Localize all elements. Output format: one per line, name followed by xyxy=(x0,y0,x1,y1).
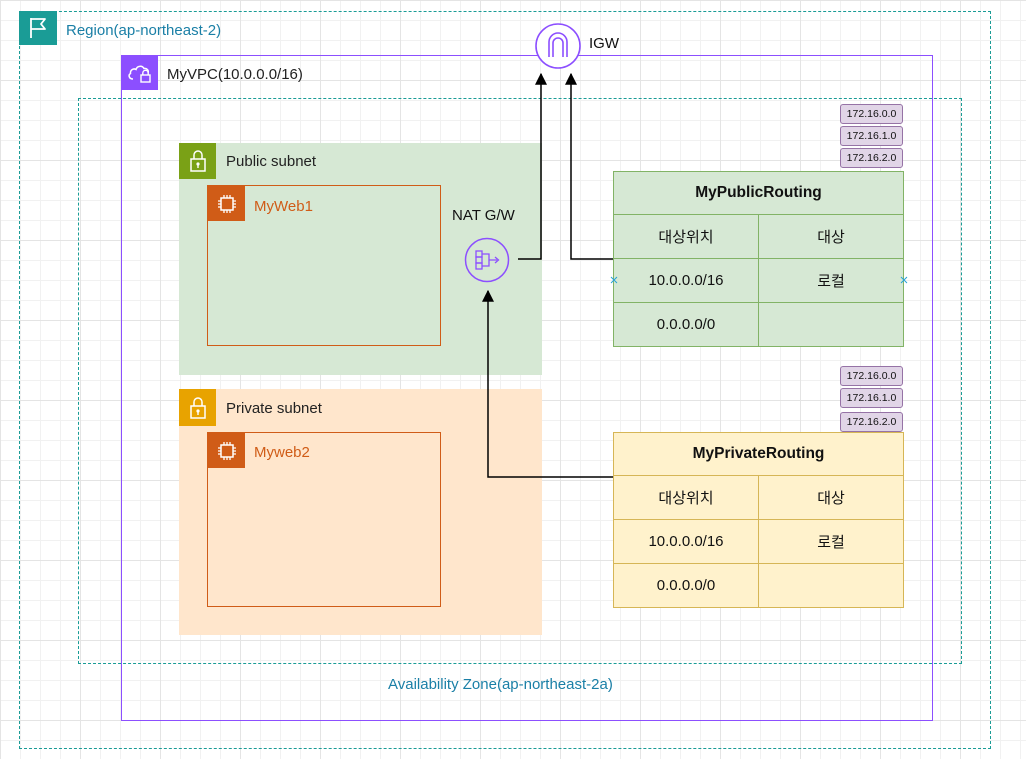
internet-gateway-icon[interactable] xyxy=(534,22,582,70)
vpc-label: MyVPC(10.0.0.0/16) xyxy=(167,66,303,83)
padlock-icon xyxy=(179,143,216,179)
availability-zone-label: Availability Zone(ap-northeast-2a) xyxy=(388,676,613,693)
route-cell xyxy=(758,563,904,608)
route-header-destination: 대상위치 xyxy=(613,214,759,259)
myweb2-label: Myweb2 xyxy=(254,444,310,461)
cidr-tag: 172.16.0.0 xyxy=(840,366,903,386)
route-cell: 10.0.0.0/16 xyxy=(613,519,759,564)
route-cell: 10.0.0.0/16 xyxy=(613,258,759,303)
myweb2-instance[interactable] xyxy=(207,432,441,607)
cidr-tag: 172.16.2.0 xyxy=(840,148,903,168)
vpc-cloud-lock-icon xyxy=(121,55,158,90)
cidr-tag: 172.16.0.0 xyxy=(840,104,903,124)
region-label: Region(ap-northeast-2) xyxy=(66,22,222,39)
private-routing-title: MyPrivateRouting xyxy=(613,432,904,476)
route-cell: 0.0.0.0/0 xyxy=(613,563,759,608)
myweb1-instance[interactable] xyxy=(207,185,441,346)
private-subnet xyxy=(179,389,542,635)
padlock-icon xyxy=(179,389,216,426)
flag-icon xyxy=(19,11,57,45)
route-header-target: 대상 xyxy=(758,214,904,259)
region-boundary xyxy=(19,11,991,749)
route-cell: 로컬 xyxy=(758,519,904,564)
cidr-tag: 172.16.1.0 xyxy=(840,126,903,146)
myweb1-label: MyWeb1 xyxy=(254,198,313,215)
public-subnet-label: Public subnet xyxy=(226,153,317,170)
internet-gateway-label: IGW xyxy=(589,35,619,52)
nat-gateway-icon[interactable] xyxy=(464,237,510,283)
vpc-boundary xyxy=(121,55,933,721)
route-header-target: 대상 xyxy=(758,475,904,520)
public-routing-title: MyPublicRouting xyxy=(613,171,904,215)
cidr-tag: 172.16.2.0 xyxy=(840,412,903,432)
route-header-destination: 대상위치 xyxy=(613,475,759,520)
ec2-chip-icon xyxy=(208,433,245,468)
nat-gateway-label: NAT G/W xyxy=(452,207,515,224)
route-cell xyxy=(758,302,904,347)
cidr-tag: 172.16.1.0 xyxy=(840,388,903,408)
route-cell: 로컬 xyxy=(758,258,904,303)
ec2-chip-icon xyxy=(208,186,245,221)
route-cell: 0.0.0.0/0 xyxy=(613,302,759,347)
private-subnet-label: Private subnet xyxy=(226,400,322,417)
